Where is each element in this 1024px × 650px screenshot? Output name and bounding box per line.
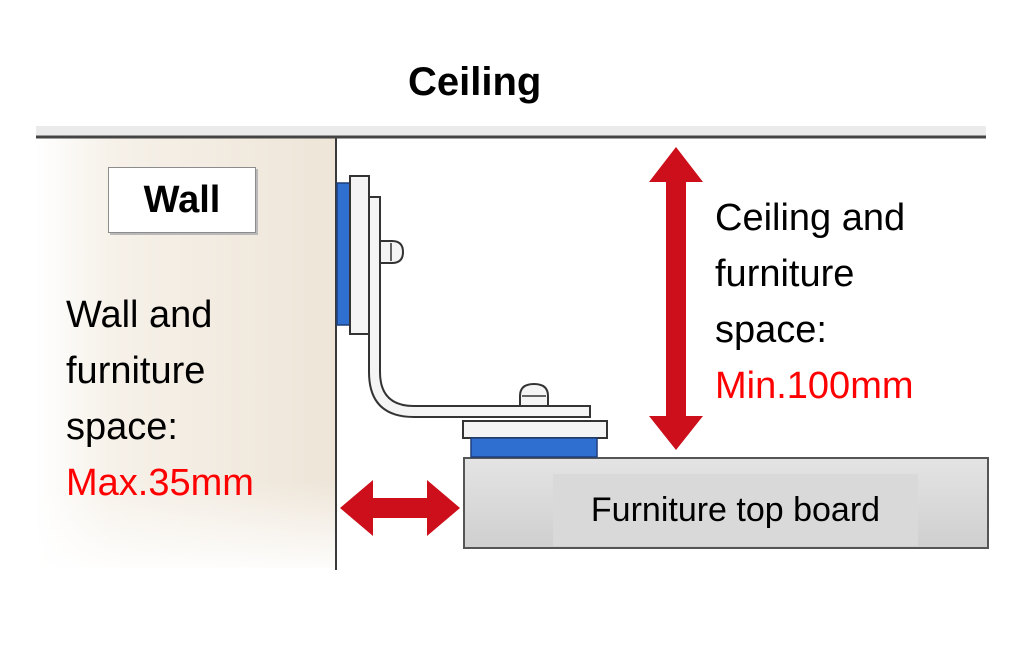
wall-space-line-2: furniture xyxy=(66,350,206,392)
ceiling-space-annotation: Ceiling and furniture space: Min.100mm xyxy=(715,190,914,414)
furniture-label: Furniture top board xyxy=(590,490,881,529)
ceiling-space-line-3: space: xyxy=(715,309,827,351)
wall-space-arrow xyxy=(340,480,460,536)
wall-label: Wall xyxy=(143,178,221,221)
ceiling-space-line-2: furniture xyxy=(715,253,855,295)
bottom-mount-plate xyxy=(462,420,608,439)
ceiling-space-arrow xyxy=(649,147,703,450)
top-bolt xyxy=(519,382,549,407)
ceiling-surface xyxy=(36,126,986,138)
wall-space-annotation: Wall and furniture space: Max.35mm xyxy=(66,287,254,511)
furniture-label-box: Furniture top board xyxy=(553,474,918,546)
ceiling-space-line-1: Ceiling and xyxy=(715,197,906,239)
wall-label-box: Wall xyxy=(108,167,256,233)
l-bracket xyxy=(368,196,591,418)
wall-mount-plate xyxy=(349,175,370,335)
wall-space-line-1: Wall and xyxy=(66,294,213,336)
wall-space-value: Max.35mm xyxy=(66,462,254,504)
ceiling-label: Ceiling xyxy=(408,60,542,104)
wall-blue-pad xyxy=(336,182,351,326)
ceiling-space-value: Min.100mm xyxy=(715,365,914,407)
board-blue-pad xyxy=(470,437,598,458)
wall-space-line-3: space: xyxy=(66,406,178,448)
